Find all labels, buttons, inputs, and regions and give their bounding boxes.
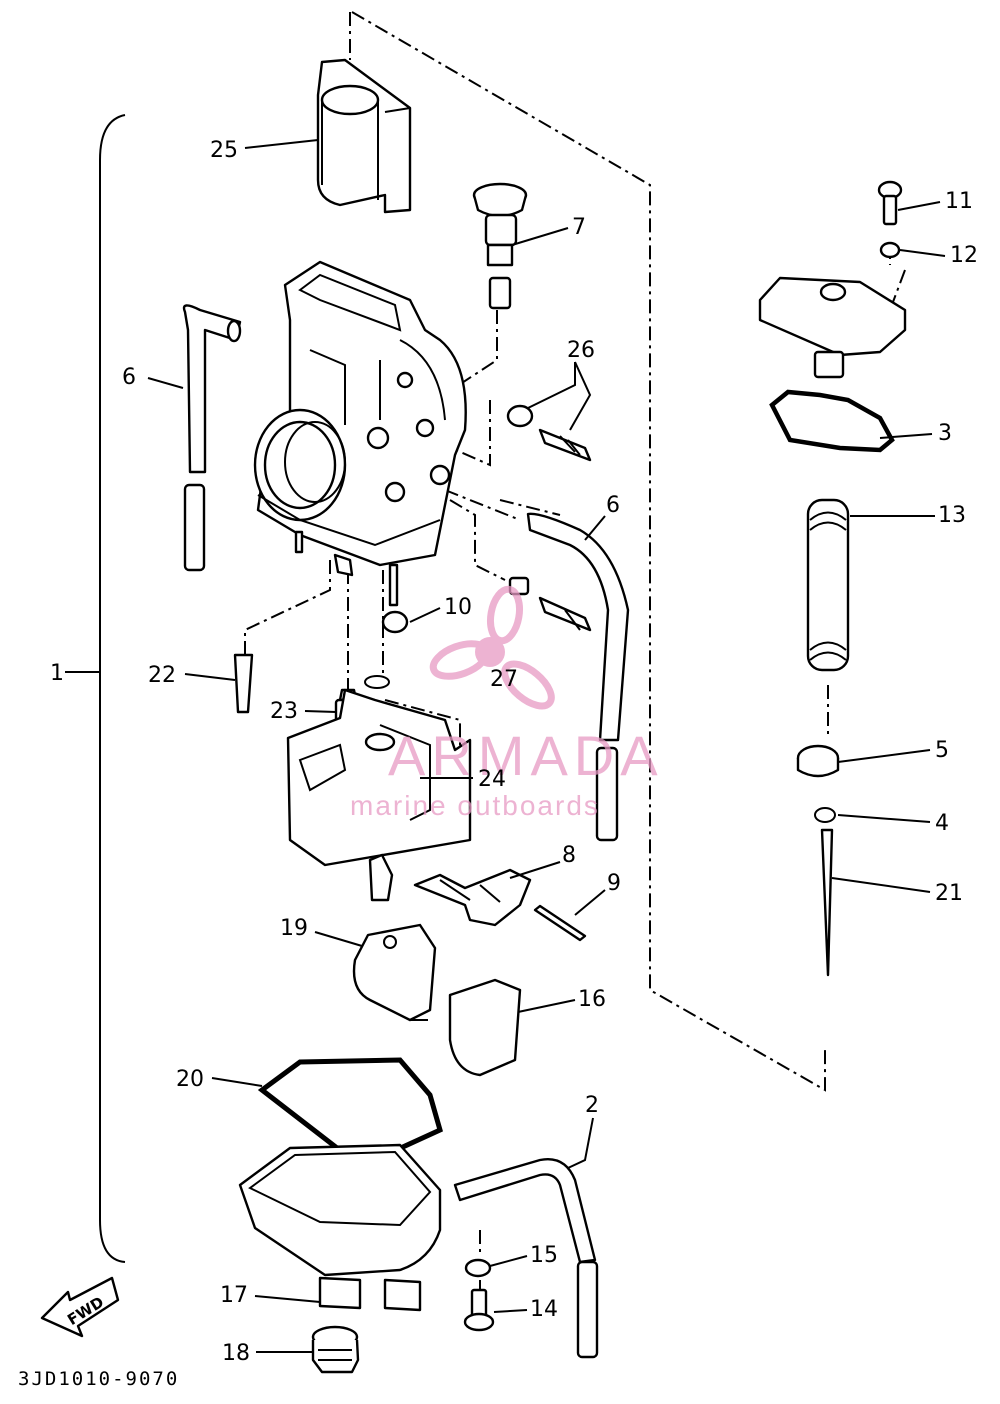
callout-27: 27	[490, 667, 518, 692]
float-arm-part	[413, 868, 532, 927]
air-screw-part	[506, 404, 592, 462]
callout-23: 23	[270, 699, 298, 724]
callout-17: 17	[220, 1283, 248, 1308]
lock-washer-12-part	[879, 241, 901, 259]
callout-13: 13	[938, 503, 966, 528]
callout-labels: 1 2 3 4 5 6 6 7 8 9 10 11 12 13 14 15 16…	[50, 138, 978, 1366]
callout-25: 25	[210, 138, 238, 163]
washer-part	[464, 1258, 492, 1278]
needle-holder-5-part	[796, 744, 840, 778]
vent-hose-left-part	[182, 304, 242, 572]
starter-plunger-part	[472, 182, 528, 310]
callout-1: 1	[50, 661, 64, 686]
callout-5: 5	[935, 738, 949, 763]
callout-24: 24	[478, 767, 506, 792]
watermark-tagline: marine outboards	[350, 790, 600, 821]
propeller-icon	[429, 585, 555, 710]
top-cover-part	[758, 276, 907, 379]
forward-arrow-icon: FWD	[40, 1276, 120, 1338]
leader-lines	[65, 139, 946, 1353]
pilot-jet-part	[233, 653, 254, 714]
callout-14: 14	[530, 1297, 558, 1322]
drain-hose-part	[453, 1158, 599, 1359]
callout-8: 8	[562, 843, 576, 868]
assembly-bracket	[99, 114, 126, 1263]
callout-3: 3	[938, 421, 952, 446]
callout-16: 16	[578, 987, 606, 1012]
float-right-part	[448, 978, 522, 1077]
bowl-screw-part	[463, 1288, 495, 1332]
gasket-3-part	[769, 389, 895, 453]
callout-9: 9	[607, 871, 621, 896]
carburetor-body-part	[253, 260, 467, 607]
callout-21: 21	[935, 881, 963, 906]
brand-watermark: ARMADA marine outboards	[350, 585, 664, 821]
callout-6-left: 6	[122, 365, 136, 390]
top-cap-part	[316, 58, 412, 214]
vent-hose-right-part	[526, 512, 630, 842]
clip-4-part	[814, 807, 836, 823]
jet-needle-21-part	[820, 828, 834, 977]
callout-26: 26	[567, 338, 595, 363]
callout-6-right: 6	[606, 493, 620, 518]
drain-plug-part	[311, 1325, 360, 1374]
callout-18: 18	[222, 1341, 250, 1366]
callout-4: 4	[935, 811, 949, 836]
callout-11: 11	[945, 189, 973, 214]
needle-jet-block-part	[286, 675, 472, 902]
float-bowl-part	[238, 1143, 442, 1312]
float-left-part	[352, 923, 437, 1022]
float-pin-part	[533, 904, 587, 942]
callout-22: 22	[148, 663, 176, 688]
callout-12: 12	[950, 243, 978, 268]
callout-19: 19	[280, 916, 308, 941]
callout-15: 15	[530, 1243, 558, 1268]
callout-2: 2	[585, 1093, 599, 1118]
callout-10: 10	[444, 595, 472, 620]
o-ring-part	[381, 610, 409, 634]
spring-13-part	[806, 498, 850, 672]
screw-11-part	[877, 180, 903, 226]
callout-20: 20	[176, 1067, 204, 1092]
callout-7: 7	[572, 215, 586, 240]
diagram-code: 3JD1010-9070	[18, 1368, 179, 1390]
watermark-brand: ARMADA	[388, 724, 664, 787]
